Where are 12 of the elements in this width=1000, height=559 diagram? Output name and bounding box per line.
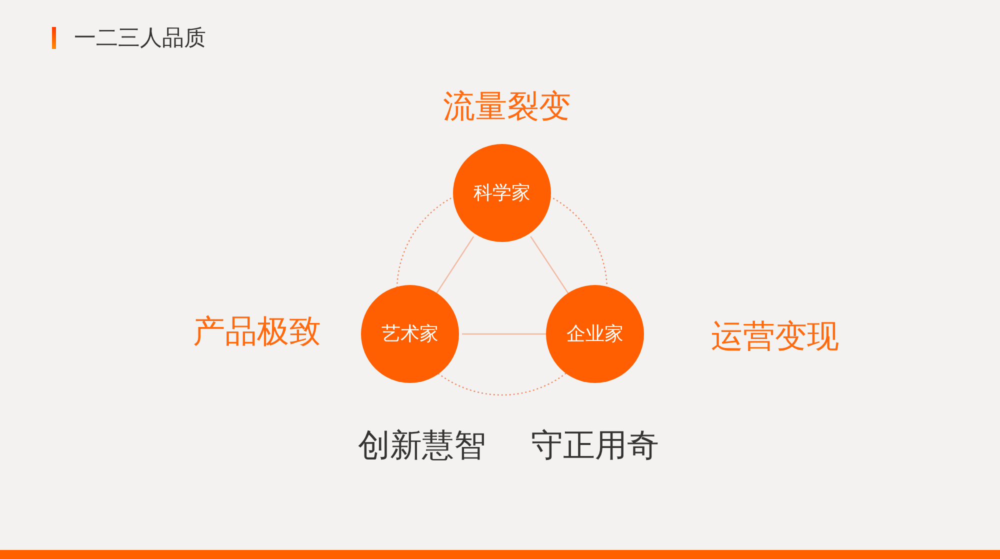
connector-line [530,236,569,294]
caption-text: 运营变现 [711,316,839,357]
title: 一二三人品质 [74,25,206,53]
node-label: 艺术家 [382,322,438,347]
node-label: 科学家 [474,181,530,206]
connector-line [462,333,546,335]
motto-text: 守正用奇 [531,425,659,466]
node-label: 企业家 [566,322,624,347]
caption-text: 流量裂变 [443,86,571,127]
motto-text: 创新慧智 [358,425,486,466]
caption-text: 产品极致 [193,311,321,352]
connector-line [436,236,474,294]
